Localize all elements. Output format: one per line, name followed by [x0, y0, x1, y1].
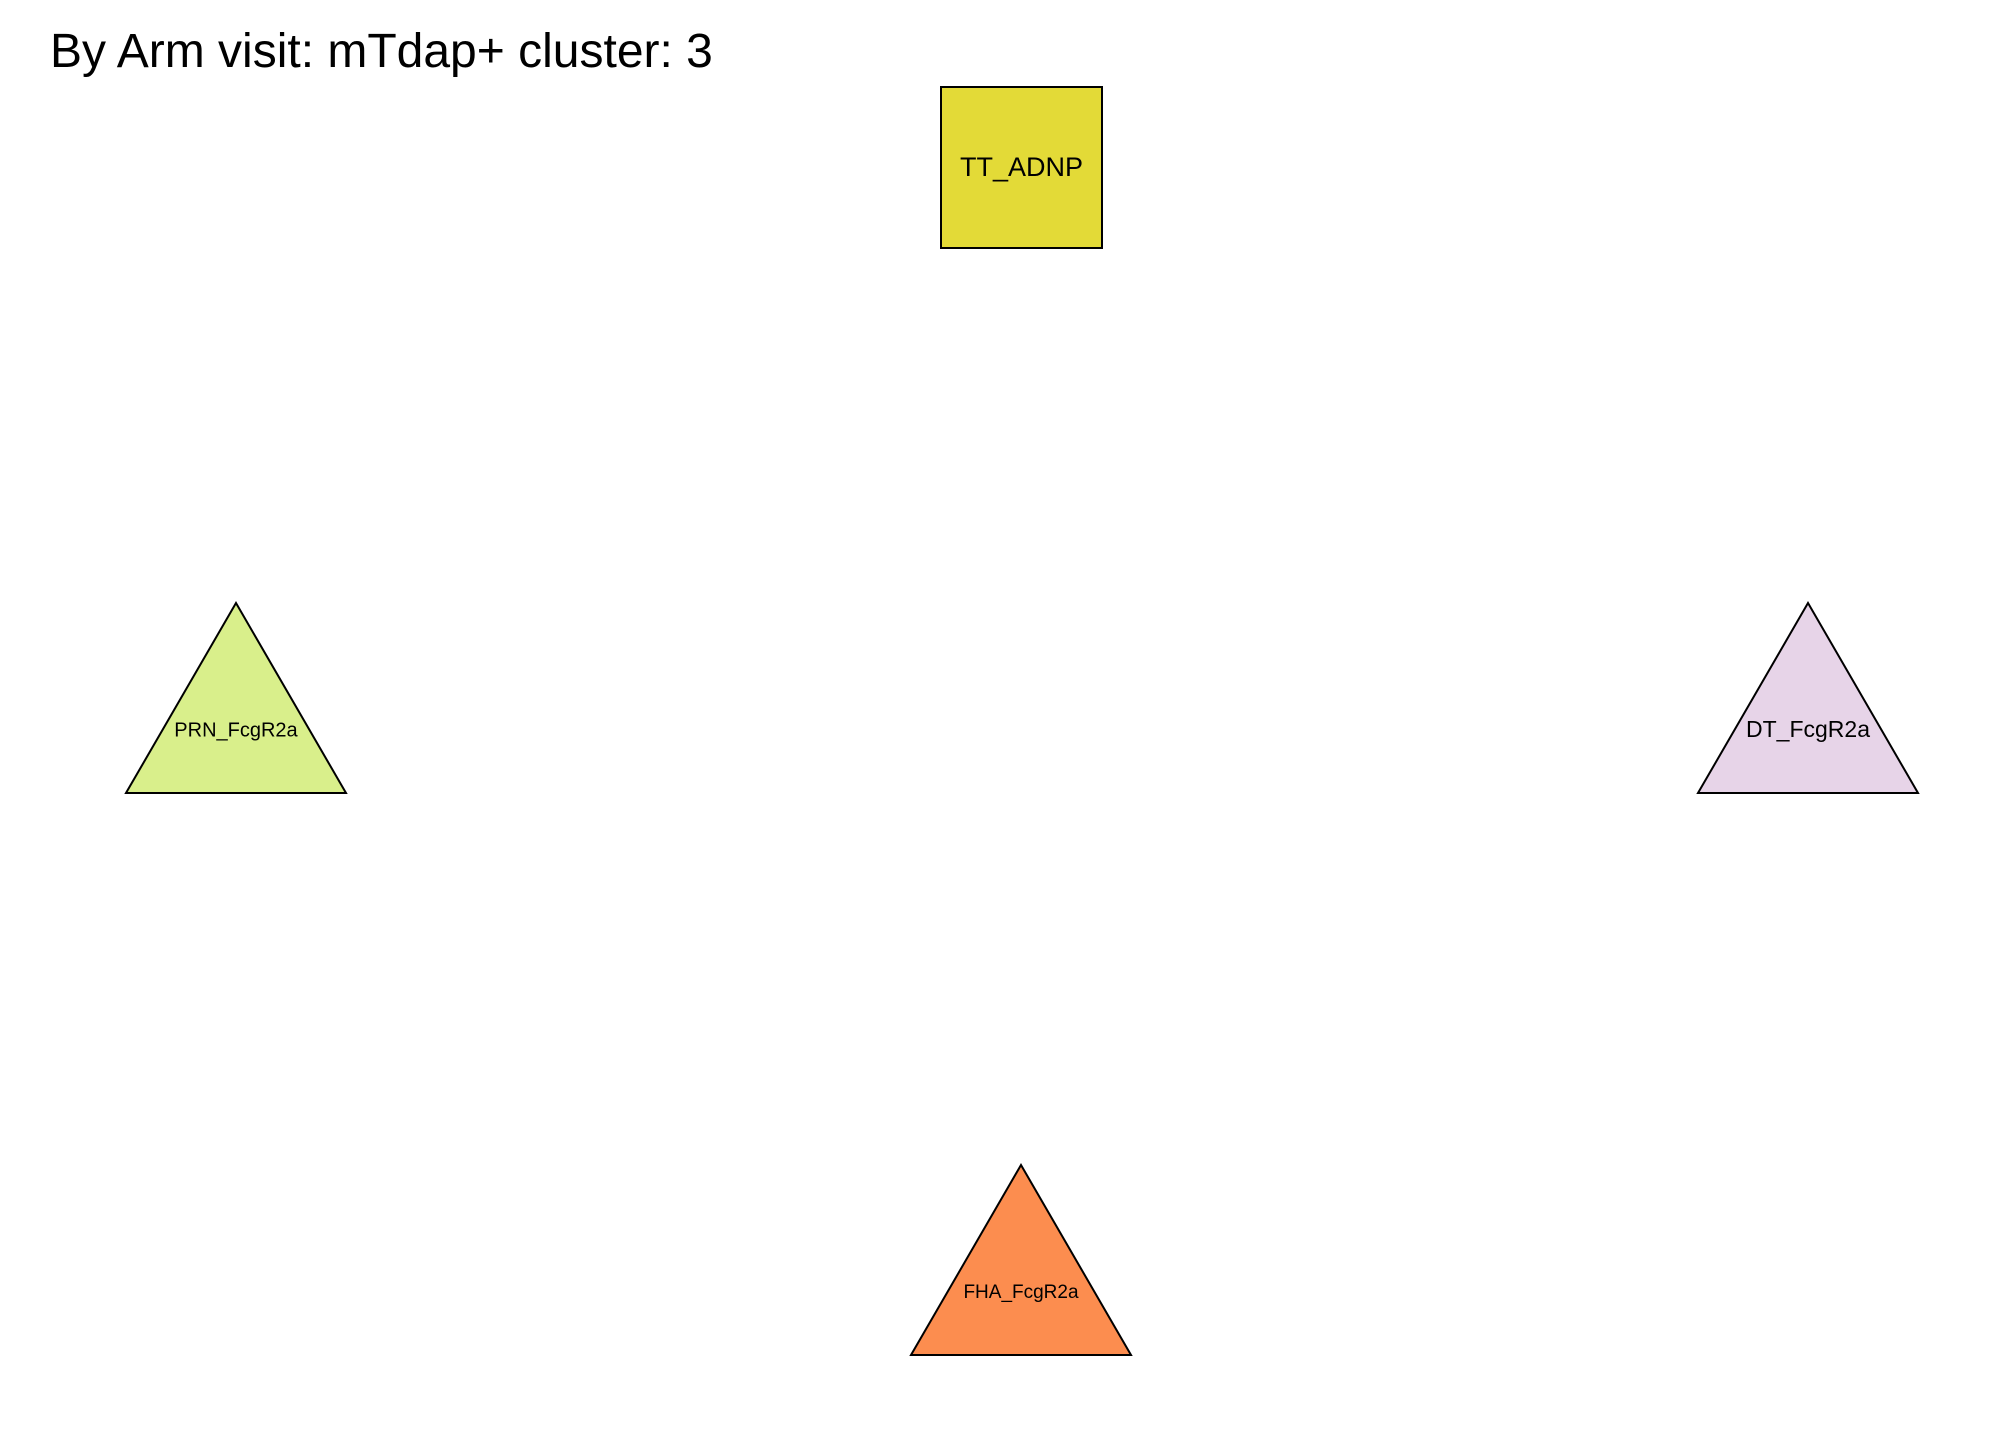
network-node-prn-fcgr2a[interactable]: PRN_FcgR2a [124, 601, 348, 794]
triangle-node-shape [909, 1163, 1133, 1356]
triangle-node-shape [1696, 601, 1920, 794]
triangle-node-shape [124, 601, 348, 794]
plot-title: By Arm visit: mTdap+ cluster: 3 [50, 25, 713, 78]
node-label-prn-fcgr2a: PRN_FcgR2a [174, 719, 298, 741]
square-node-shape [940, 86, 1103, 249]
node-label-tt-adnp: TT_ADNP [960, 152, 1083, 182]
node-label-fha-fcgr2a: FHA_FcgR2a [963, 1282, 1079, 1303]
network-node-tt-adnp[interactable]: TT_ADNP [940, 86, 1103, 249]
node-label-dt-fcgr2a: DT_FcgR2a [1746, 716, 1870, 742]
network-node-fha-fcgr2a[interactable]: FHA_FcgR2a [909, 1163, 1133, 1356]
network-node-dt-fcgr2a[interactable]: DT_FcgR2a [1696, 601, 1920, 794]
